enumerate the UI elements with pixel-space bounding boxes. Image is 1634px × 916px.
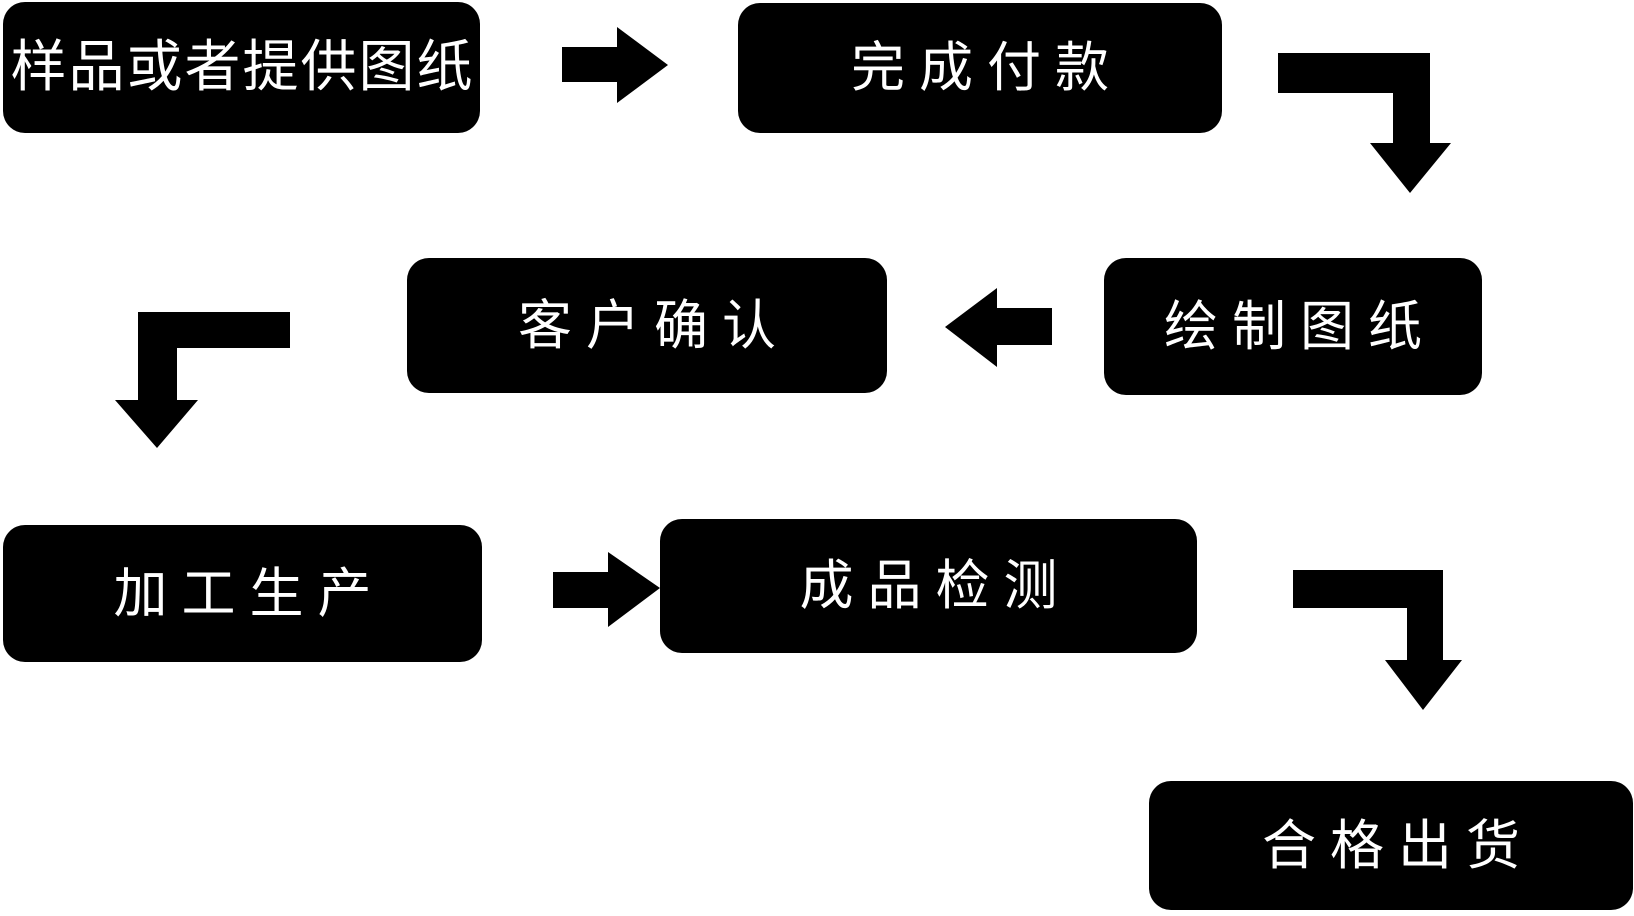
flow-node-drawing: 绘制图纸: [1104, 258, 1482, 395]
flow-node-confirm-label: 客户确认: [518, 293, 790, 357]
arrow-right-sample-to-payment-icon: [562, 27, 668, 103]
flow-node-production-label: 加工生产: [113, 561, 386, 625]
flow-node-shipment-label: 合格出货: [1262, 813, 1534, 877]
flow-node-production: 加工生产: [3, 525, 482, 662]
flow-node-inspection-label: 成品检测: [799, 554, 1072, 617]
flow-node-payment: 完成付款: [738, 3, 1222, 133]
flow-node-shipment: 合格出货: [1149, 781, 1633, 910]
arrow-elbow-down-payment-to-drawing-icon: [1278, 53, 1451, 193]
arrow-right-production-to-inspection-icon: [553, 552, 660, 627]
flow-node-inspection: 成品检测: [660, 519, 1197, 653]
flow-node-confirm: 客户确认: [407, 258, 887, 393]
flow-node-sample-label: 样品或者提供图纸: [10, 34, 475, 100]
flow-node-payment-label: 完成付款: [851, 36, 1123, 99]
arrow-left-drawing-to-confirm-icon: [945, 288, 1052, 367]
arrow-elbow-down-inspection-to-shipment-icon: [1293, 570, 1462, 710]
arrow-elbow-down-confirm-to-production-icon: [115, 312, 290, 448]
flow-node-sample: 样品或者提供图纸: [3, 2, 480, 133]
flow-node-drawing-label: 绘制图纸: [1164, 294, 1436, 358]
